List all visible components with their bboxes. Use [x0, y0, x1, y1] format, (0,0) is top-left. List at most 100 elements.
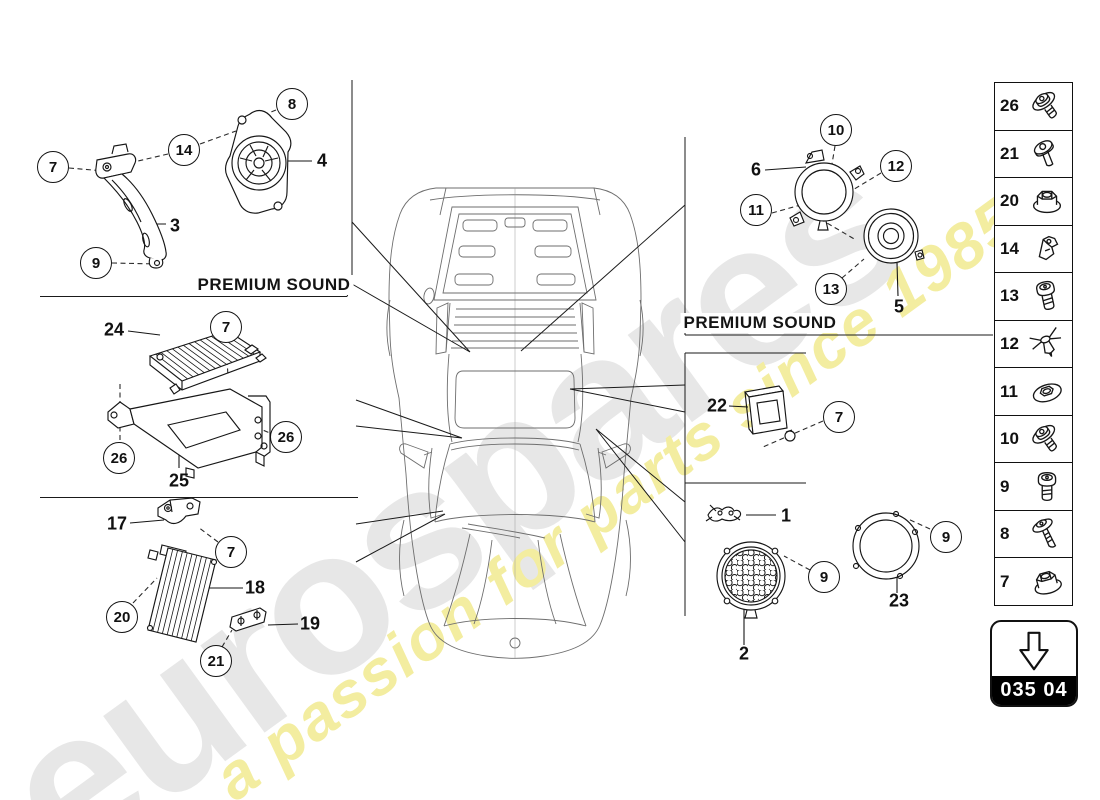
legend-row-9[interactable]: 9 — [995, 463, 1072, 511]
callout-number: 9 — [819, 568, 829, 586]
legend-row-14[interactable]: 14 — [995, 225, 1072, 274]
diagram-code-box[interactable]: 035 04 — [990, 620, 1078, 707]
part-label-5: 5 — [893, 296, 905, 317]
callout-bubble-10[interactable]: 10 — [820, 114, 852, 146]
long-screw-icon — [1026, 513, 1068, 555]
legend-row-8[interactable]: 8 — [995, 510, 1072, 559]
legend-number: 10 — [1000, 429, 1019, 449]
part-25-bracket-tray-drawing — [107, 388, 271, 479]
hex-flange-nut-icon — [1026, 180, 1068, 222]
callout-bubble-14[interactable]: 14 — [168, 134, 200, 166]
callout-number: 26 — [110, 449, 128, 467]
part-19-bracket-drawing — [229, 607, 267, 632]
part-5-speaker-drawing — [863, 208, 925, 264]
callout-bubble-26[interactable]: 26 — [103, 442, 135, 474]
callout-bubble-7[interactable]: 7 — [37, 151, 69, 183]
part-24-amplifier-drawing — [148, 330, 267, 395]
callout-number: 8 — [287, 95, 297, 113]
callout-bubble-12[interactable]: 12 — [880, 150, 912, 182]
part-4-tweeter-drawing — [225, 109, 292, 214]
part-17-bracket-drawing — [157, 497, 201, 525]
callout-number: 12 — [887, 157, 905, 175]
car-top-view — [386, 187, 644, 659]
round-head-screw-icon — [1026, 133, 1068, 175]
part-label-22: 22 — [706, 395, 728, 416]
callout-bubble-11[interactable]: 11 — [740, 194, 772, 226]
legend-number: 11 — [1000, 381, 1018, 401]
callout-bubble-7b[interactable]: 7 — [210, 311, 242, 343]
part-label-19: 19 — [299, 613, 321, 634]
part-label-23: 23 — [888, 590, 910, 611]
callout-bubble-8[interactable]: 8 — [276, 88, 308, 120]
pan-head-screw-icon — [1026, 466, 1068, 508]
callout-bubble-7d[interactable]: 7 — [823, 401, 855, 433]
callout-bubble-13[interactable]: 13 — [815, 273, 847, 305]
part-label-4: 4 — [316, 150, 328, 171]
screw-with-washer-icon — [1026, 85, 1068, 127]
legend-number: 14 — [1000, 238, 1019, 258]
legend-number: 20 — [1000, 191, 1019, 211]
legend-row-20[interactable]: 20 — [995, 178, 1072, 226]
legend-row-12[interactable]: 12 — [995, 320, 1072, 369]
part-2-subwoofer-drawing — [716, 541, 786, 619]
callout-number: 9 — [941, 528, 951, 546]
retaining-clip-icon — [1026, 228, 1068, 270]
part-6-speaker-ring-drawing — [789, 149, 865, 231]
part-label-3: 3 — [169, 215, 181, 236]
fastener-legend: 26 21 20 14 13 12 11 10 — [994, 82, 1073, 606]
callout-number: 10 — [827, 121, 845, 139]
part-label-6: 6 — [750, 159, 762, 180]
callout-number: 7 — [48, 158, 58, 176]
part-drawings — [95, 109, 925, 643]
premium-sound-label-left: PREMIUM SOUND — [194, 275, 354, 295]
screw-with-washer-icon — [1026, 418, 1068, 460]
callout-bubble-20[interactable]: 20 — [106, 601, 138, 633]
legend-row-26[interactable]: 26 — [995, 83, 1072, 131]
part-label-24: 24 — [103, 319, 125, 340]
part-22-control-module-drawing — [743, 385, 796, 442]
legend-number: 9 — [1000, 476, 1010, 496]
part-23-trim-ring-drawing — [852, 510, 920, 580]
legend-row-13[interactable]: 13 — [995, 273, 1072, 321]
washer-nut-icon — [1026, 371, 1068, 413]
label-pointer-lines — [127, 160, 899, 645]
callout-number: 14 — [175, 141, 193, 159]
part-18-amplifier-drawing — [146, 544, 218, 643]
callout-bubble-9[interactable]: 9 — [80, 247, 112, 279]
callout-number: 20 — [113, 608, 131, 626]
expander-clip-icon — [1026, 323, 1068, 365]
callout-number: 13 — [822, 280, 840, 298]
part-label-2: 2 — [738, 643, 750, 664]
legend-number: 21 — [1000, 143, 1019, 163]
legend-number: 7 — [1000, 571, 1010, 591]
part-label-25: 25 — [168, 470, 190, 491]
legend-number: 8 — [1000, 524, 1010, 544]
callout-number: 11 — [748, 201, 764, 219]
premium-sound-label-right: PREMIUM SOUND — [680, 313, 840, 333]
callout-number: 7 — [221, 318, 231, 336]
legend-row-11[interactable]: 11 — [995, 368, 1072, 416]
legend-number: 13 — [1000, 286, 1019, 306]
legend-row-10[interactable]: 10 — [995, 415, 1072, 464]
callout-bubble-7c[interactable]: 7 — [215, 536, 247, 568]
callout-bubble-9c[interactable]: 9 — [808, 561, 840, 593]
callout-bubble-26b[interactable]: 26 — [270, 421, 302, 453]
pan-head-screw-icon — [1026, 275, 1068, 317]
arrow-down-icon — [1014, 627, 1054, 675]
callout-bubble-9b[interactable]: 9 — [930, 521, 962, 553]
callout-number: 9 — [91, 254, 101, 272]
part-1-clip-drawing — [705, 504, 742, 522]
legend-row-21[interactable]: 21 — [995, 130, 1072, 179]
callout-number: 7 — [834, 408, 844, 426]
part-label-1: 1 — [780, 505, 792, 526]
callout-bubble-21[interactable]: 21 — [200, 645, 232, 677]
legend-row-7[interactable]: 7 — [995, 558, 1072, 606]
section-frames — [40, 80, 993, 616]
legend-number: 26 — [1000, 96, 1019, 116]
legend-number: 12 — [1000, 334, 1019, 353]
callout-number: 7 — [226, 543, 236, 561]
part-label-17: 17 — [106, 513, 128, 534]
part-label-18: 18 — [244, 577, 266, 598]
